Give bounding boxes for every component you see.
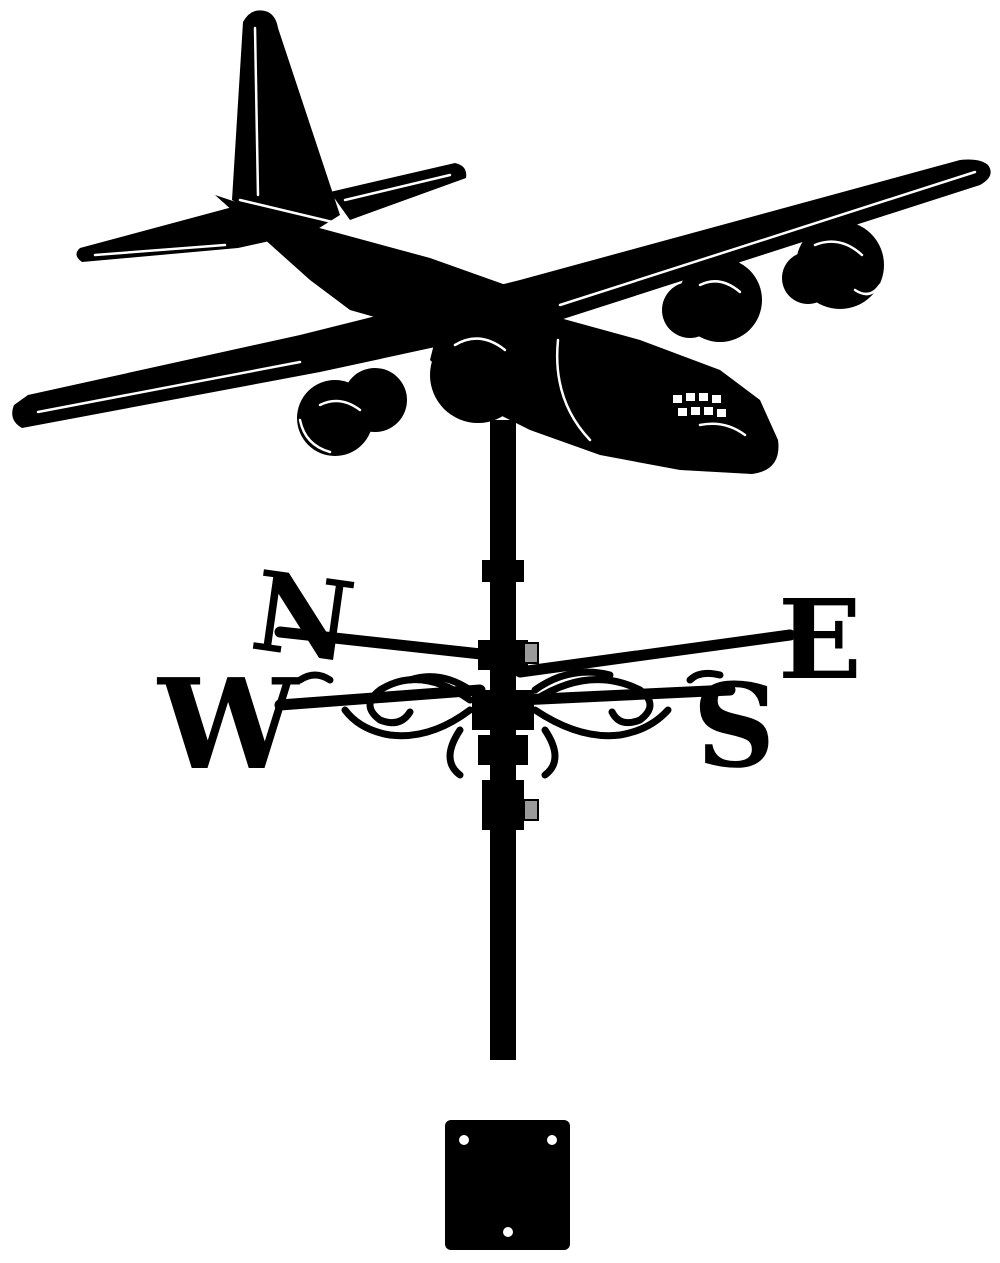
right-stabilizer — [330, 163, 467, 220]
south-letter: S — [693, 654, 776, 789]
east-letter: E — [778, 575, 862, 704]
propeller-outer-left — [343, 368, 407, 432]
scrollwork-ornament — [296, 668, 724, 779]
west-letter: W — [156, 652, 300, 798]
main-wing — [12, 159, 991, 429]
cockpit-windows — [673, 393, 726, 417]
compass-letters: N W E S — [156, 546, 862, 798]
propeller-outer-right — [782, 252, 834, 304]
north-letter: N — [244, 546, 362, 688]
bolt-upper — [523, 642, 539, 664]
mounting-plate — [445, 1120, 570, 1250]
airplane-silhouette — [12, 10, 991, 474]
mast-bolts — [523, 642, 539, 821]
bolt-lower — [523, 799, 539, 821]
engine-inner-left — [430, 327, 526, 423]
plate-hole-top-right — [547, 1135, 557, 1145]
propeller-inner-right — [662, 282, 718, 338]
airplane-highlights — [36, 26, 977, 454]
plate-hole-top-left — [459, 1135, 469, 1145]
plate-hole-bottom — [503, 1227, 513, 1237]
compass-arms — [274, 626, 796, 711]
weathervane-mast — [472, 420, 534, 1060]
